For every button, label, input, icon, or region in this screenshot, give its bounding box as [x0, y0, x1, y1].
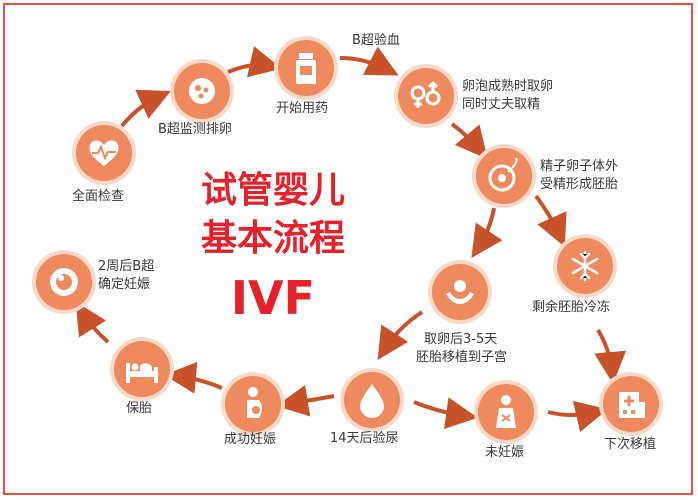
arrow-success-to-preserve — [164, 361, 223, 394]
node-success — [225, 376, 281, 432]
pregnant-woman-icon — [496, 395, 516, 428]
label-transfer-1: 取卵后3-5天 — [424, 332, 498, 347]
label-egg-retrieval-2: 同时丈夫取精 — [462, 97, 541, 112]
node-freeze — [557, 238, 613, 294]
node-fertilization — [476, 148, 532, 204]
hospital-icon — [619, 392, 645, 418]
arrow-monitor-to-medicine — [227, 46, 282, 78]
label-fertilization-2: 受精形成胚胎 — [540, 177, 619, 192]
node-not-pregnant — [478, 384, 534, 440]
arrow-fertilize-to-transfer — [471, 207, 503, 258]
arrow-preserve-to-confirm — [75, 301, 110, 344]
label-not-pregnant: 未妊娠 — [485, 445, 525, 460]
label-checkup: 全面检查 — [72, 189, 125, 204]
gender-icon — [410, 80, 441, 108]
label-b-ultrasound-blood: B超验血 — [352, 33, 400, 48]
heart-monitor-icon — [89, 140, 119, 166]
label-freeze: 剩余胚胎冷冻 — [532, 300, 611, 315]
label-success: 成功妊娠 — [224, 432, 277, 447]
label-confirm-1: 2周后B超 — [98, 259, 155, 274]
arrow-medicine-to-blood — [339, 46, 399, 76]
ovum-icon — [189, 78, 215, 104]
label-next-transfer: 下次移植 — [604, 437, 657, 452]
arrow-urine-to-success — [276, 384, 335, 417]
arrow-checkup-to-monitor — [120, 89, 171, 128]
node-ovulation-monitor — [174, 63, 230, 119]
arrow-retrieval-to-fertilize — [450, 122, 488, 160]
label-egg-retrieval-1: 卵泡成熟时取卵 — [462, 79, 554, 94]
node-urine-test — [344, 372, 400, 428]
label-urine-test: 14天后验尿 — [330, 431, 399, 446]
arrow-freeze-to-next — [594, 328, 627, 384]
title-line-2: 基本流程 — [200, 218, 345, 259]
blood-drop-icon — [360, 384, 384, 418]
node-next-transfer — [603, 376, 659, 432]
title-line-1: 试管婴儿 — [200, 170, 345, 211]
medicine-bottle-icon — [296, 53, 316, 84]
node-transfer — [432, 264, 488, 320]
node-checkup — [76, 125, 132, 181]
bed-icon — [126, 363, 158, 383]
sperm-egg-icon — [488, 157, 518, 192]
label-fertilization-1: 精子卵子体外 — [540, 159, 619, 174]
node-start-medication — [278, 40, 334, 96]
label-transfer-2: 胚胎移植到子宫 — [416, 350, 508, 365]
label-preserve: 保胎 — [126, 401, 153, 416]
node-confirm — [36, 254, 92, 310]
title-ivf: IVF — [230, 271, 316, 325]
baby-icon — [50, 268, 78, 296]
node-egg-retrieval — [398, 68, 454, 124]
label-start-medication: 开始用药 — [276, 101, 329, 116]
snowflake-icon — [571, 250, 599, 282]
node-preserve — [114, 341, 170, 397]
label-confirm-2: 确定妊娠 — [98, 277, 151, 292]
arrow-urine-to-notpregnant — [413, 397, 478, 430]
baby-icon — [247, 387, 262, 418]
arrow-fertilize-to-freeze — [534, 194, 567, 247]
hands-care-icon — [446, 280, 474, 304]
arrow-notpregnant-to-next — [547, 400, 608, 433]
label-ovulation-monitor: B超监测排卵 — [158, 122, 232, 137]
arrow-transfer-to-urine — [377, 310, 424, 361]
